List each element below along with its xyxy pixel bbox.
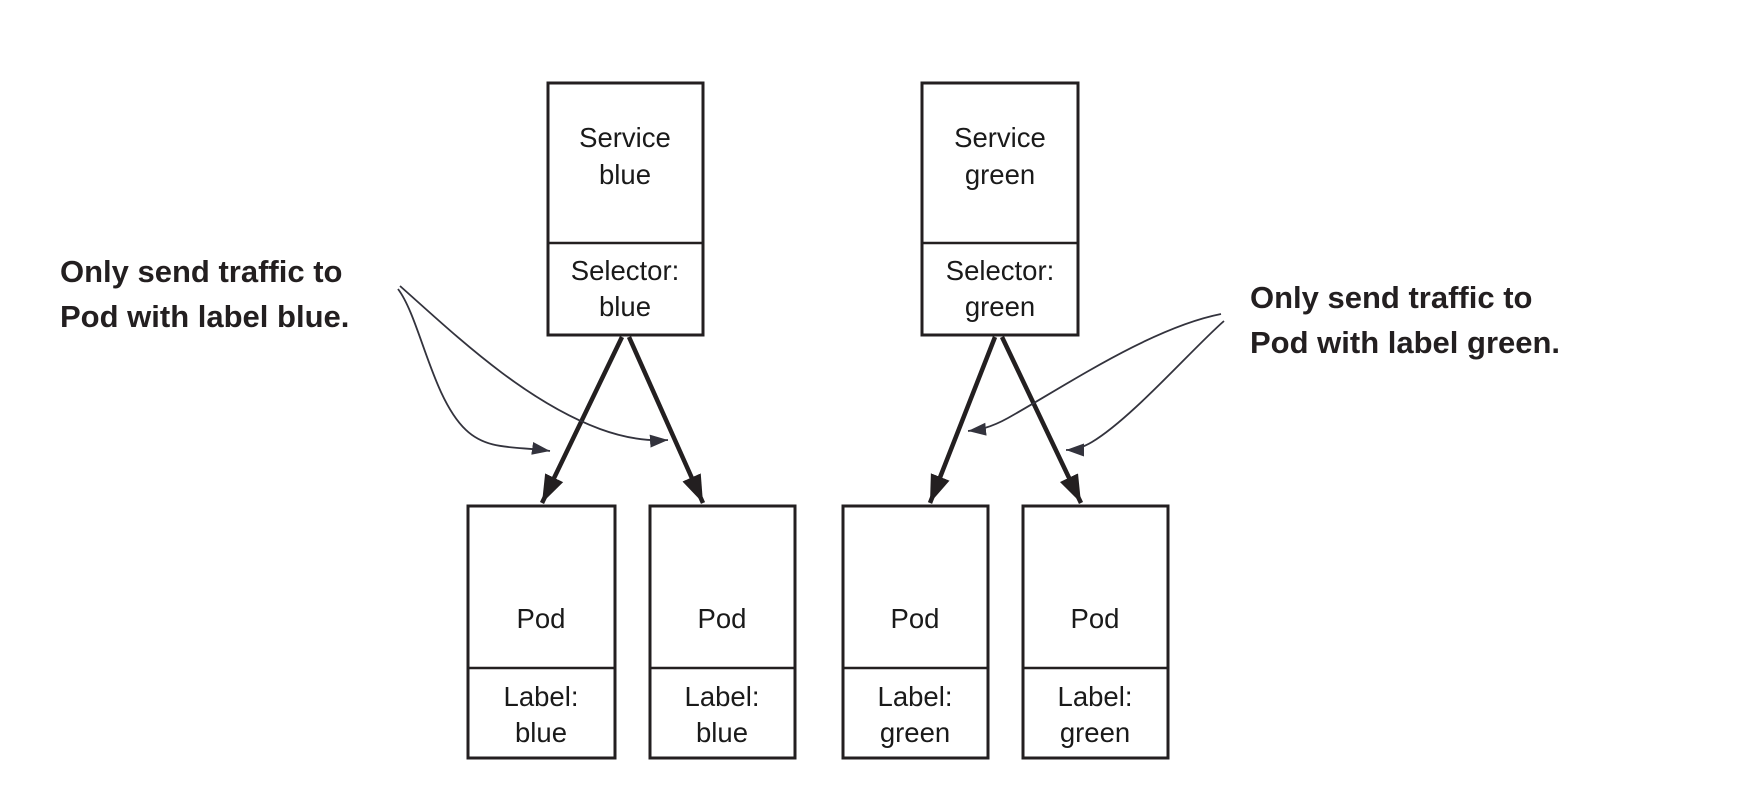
pod-blue-1-label-line2: blue (515, 717, 567, 748)
pod-green-1-label-line1: Label: (878, 681, 953, 712)
arrow-service-blue-to-pod2 (626, 336, 706, 504)
service-green-box: Service green Selector: green (920, 81, 1080, 337)
service-blue-selector-line1: Selector: (571, 255, 680, 286)
pod-green-1-name: Pod (891, 603, 940, 634)
arrow-service-green-to-pod4 (999, 336, 1084, 504)
service-blue-outline (546, 81, 705, 337)
service-blue-box: Service blue Selector: blue (546, 81, 705, 337)
pod-blue-1-outline (466, 504, 617, 760)
pod-blue-2-box: Pod Label: blue (648, 504, 797, 760)
annotation-green: Only send traffic to Pod with label gree… (1250, 280, 1560, 360)
service-green-outline (920, 81, 1080, 337)
pod-green-2-label-line2: green (1060, 717, 1130, 748)
pod-blue-2-name: Pod (698, 603, 747, 634)
callout-arrow-blue-to-right-link (399, 285, 669, 448)
pod-green-1-box: Pod Label: green (841, 504, 990, 760)
arrow-service-blue-to-pod1 (539, 336, 625, 504)
service-blue-name-line1: Service (579, 122, 671, 153)
service-green-selector-line1: Selector: (946, 255, 1055, 286)
callout-arrow-blue-to-left-link (397, 288, 551, 455)
pod-green-2-outline (1021, 504, 1170, 760)
pod-blue-1-label-line1: Label: (504, 681, 579, 712)
pod-blue-1-box: Pod Label: blue (466, 504, 617, 760)
service-green-selector-line2: green (965, 291, 1035, 322)
pod-green-2-name: Pod (1071, 603, 1120, 634)
pod-blue-2-outline (648, 504, 797, 760)
service-green-name-line1: Service (954, 122, 1046, 153)
service-blue-name-line2: blue (599, 159, 651, 190)
annotation-green-line2: Pod with label green. (1250, 325, 1560, 360)
service-green-name-line2: green (965, 159, 1035, 190)
pod-green-1-outline (841, 504, 990, 760)
annotation-blue-line1: Only send traffic to (60, 254, 342, 289)
callout-arrow-green-to-left-link (967, 313, 1222, 436)
callout-arrow-green-to-right-link (1065, 320, 1225, 457)
arrow-service-green-to-pod3 (927, 336, 998, 504)
pod-blue-1-name: Pod (517, 603, 566, 634)
annotation-blue: Only send traffic to Pod with label blue… (60, 254, 349, 334)
pod-green-2-box: Pod Label: green (1021, 504, 1170, 760)
annotation-green-line1: Only send traffic to (1250, 280, 1532, 315)
pod-blue-2-label-line2: blue (696, 717, 748, 748)
annotation-blue-line2: Pod with label blue. (60, 299, 349, 334)
service-blue-selector-line2: blue (599, 291, 651, 322)
pod-blue-2-label-line1: Label: (685, 681, 760, 712)
pod-green-2-label-line1: Label: (1058, 681, 1133, 712)
pod-green-1-label-line2: green (880, 717, 950, 748)
